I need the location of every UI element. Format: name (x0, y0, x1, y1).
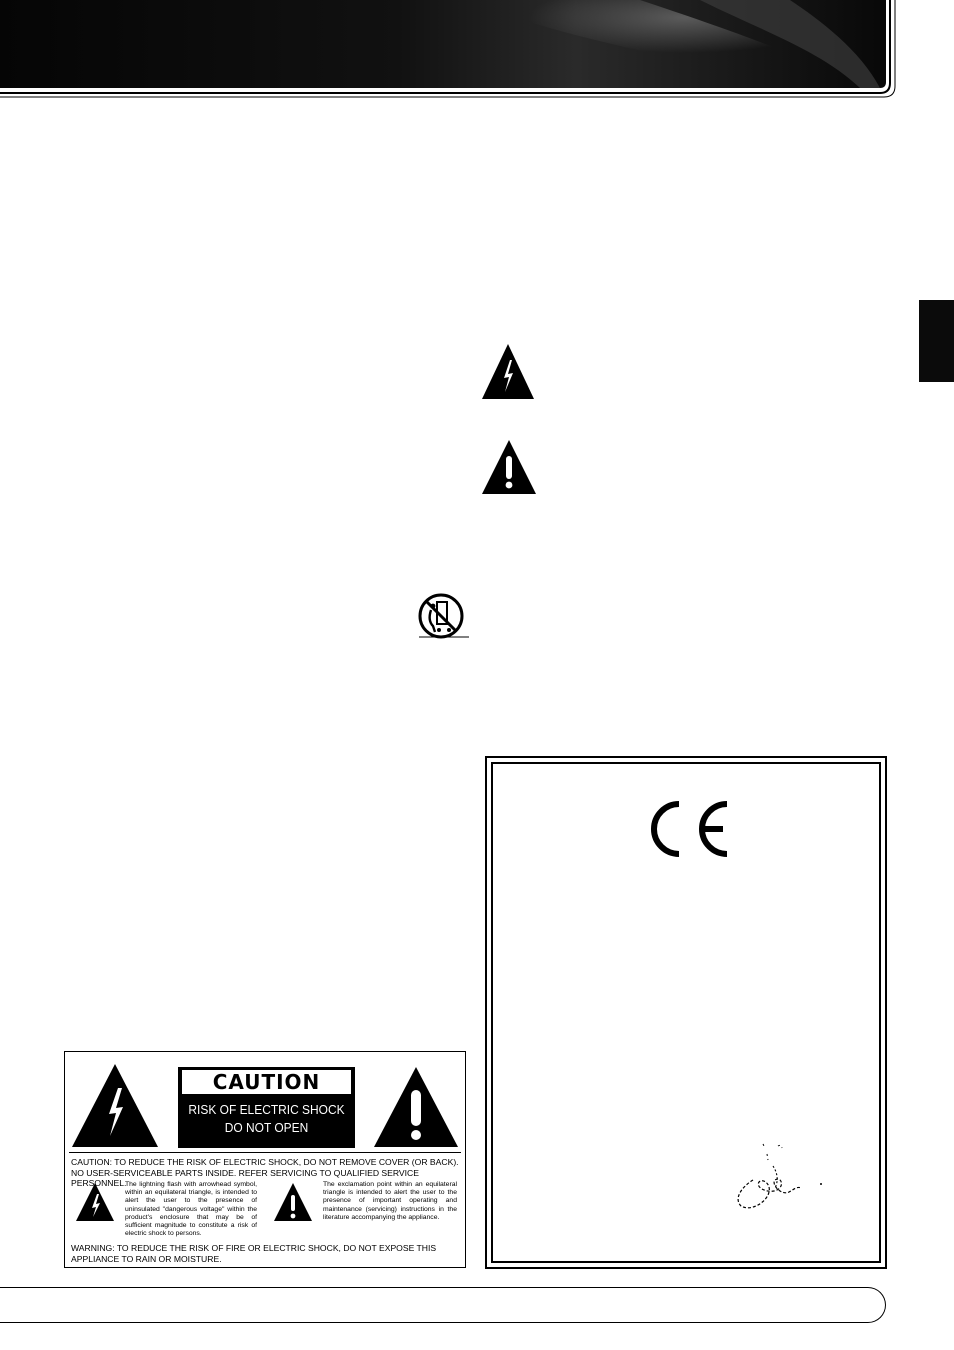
caution-statement: CAUTION: TO REDUCE THE RISK OF ELECTRIC … (71, 1157, 459, 1188)
caution-banner: CAUTION RISK OF ELECTRIC SHOCK DO NOT OP… (178, 1067, 355, 1148)
caution-title: CAUTION (182, 1070, 351, 1094)
signature-icon (737, 1143, 822, 1209)
exclamation-triangle-icon (482, 440, 536, 494)
caution-divider (69, 1152, 461, 1153)
section-tab (919, 300, 954, 382)
caution-open-line: DO NOT OPEN (224, 1120, 309, 1135)
ce-box-inner-border (491, 762, 881, 1263)
exclamation-triangle-icon (374, 1067, 458, 1147)
header-banner (0, 0, 896, 98)
cart-tip-over-icon (418, 593, 469, 639)
ce-mark-icon (651, 801, 728, 857)
footer-bar (0, 1287, 886, 1323)
ce-declaration-box (485, 756, 887, 1269)
caution-label: CAUTION RISK OF ELECTRIC SHOCK DO NOT OP… (64, 1051, 466, 1268)
lightning-description: The lightning flash with arrowhead symbo… (125, 1181, 257, 1238)
caution-symbols (72, 1064, 458, 1147)
lightning-triangle-icon (72, 1064, 158, 1147)
exclamation-triangle-icon (274, 1183, 312, 1221)
lightning-triangle-icon (482, 344, 534, 399)
warning-statement: WARNING: TO REDUCE THE RISK OF FIRE OR E… (71, 1243, 437, 1264)
exclamation-description: The exclamation point within an equilate… (323, 1181, 457, 1221)
caution-risk-line: RISK OF ELECTRIC SHOCK (188, 1102, 345, 1117)
lightning-triangle-icon (76, 1183, 114, 1221)
